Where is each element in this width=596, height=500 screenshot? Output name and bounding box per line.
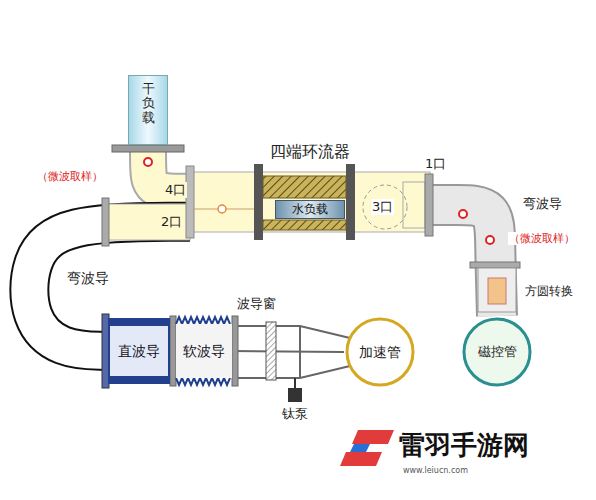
window-label: 波导窗 <box>236 296 277 312</box>
watermark: 雷羽手游网 <box>398 430 530 461</box>
square-round-transition <box>478 268 516 312</box>
connector-layer <box>29 145 497 352</box>
flange <box>186 166 194 238</box>
ferrite <box>263 220 346 230</box>
flange <box>232 316 238 386</box>
logo-mark <box>350 444 370 452</box>
water-load: 水负载 <box>275 200 345 219</box>
node-label: 干负载 <box>142 82 155 125</box>
port-number: 4口 <box>164 182 187 198</box>
straight-waveguide: 直波导 <box>108 318 170 384</box>
coupling-dot <box>218 205 226 213</box>
sampling-point <box>459 210 467 218</box>
circulator-port2-section <box>108 204 190 240</box>
sampling-point <box>144 158 152 166</box>
dry-load: 干负载 <box>128 75 168 145</box>
node-label: 磁控管 <box>478 344 517 360</box>
node-label: 加速管 <box>359 344 401 361</box>
titanium-pump <box>288 388 302 402</box>
dashed-junction <box>363 185 407 229</box>
node-label: 直波导 <box>118 343 160 360</box>
circulator-body <box>190 172 430 232</box>
waveguide-body <box>232 351 344 352</box>
sampling-note: （微波取样） <box>36 170 104 183</box>
magnetron-circle <box>464 319 530 385</box>
dark-flange <box>346 164 355 240</box>
node-label: 四端环流器 <box>190 142 430 161</box>
transition-core <box>488 278 506 304</box>
flange <box>112 145 184 152</box>
ferrite <box>263 176 346 198</box>
accelerator-tube-circle <box>347 319 413 385</box>
port-number: 2口 <box>160 214 183 230</box>
logo-mark <box>352 430 394 444</box>
waveguide-window <box>266 322 276 380</box>
node-label: 水负载 <box>292 202 328 216</box>
watermark-url: www.leiucn.com <box>402 466 469 476</box>
taper-waveguide <box>238 326 350 378</box>
magnetron: 磁控管 <box>461 316 533 388</box>
waveguide-connector <box>232 351 344 352</box>
flange <box>102 198 109 246</box>
node-label: 软波导 <box>183 343 225 360</box>
flange <box>470 262 520 268</box>
bend-waveguide-label: 弯波导 <box>522 196 563 212</box>
flexible-waveguide: 软波导 <box>176 324 232 378</box>
port-number: 3口 <box>371 199 394 215</box>
port-number: 1口 <box>424 156 447 172</box>
transition-label: 方圆转换 <box>524 284 574 298</box>
illustration <box>102 145 520 466</box>
sampling-note: （微波取样） <box>508 232 576 245</box>
dark-flange <box>254 164 263 240</box>
bend-waveguide-label: 弯波导 <box>66 270 110 287</box>
flange <box>425 174 433 236</box>
logo-mark <box>340 452 382 466</box>
accelerator-tube: 加速管 <box>344 316 416 388</box>
pump-label: 钛泵 <box>281 406 309 422</box>
sampling-point <box>486 236 494 244</box>
circulator-step <box>403 182 425 228</box>
